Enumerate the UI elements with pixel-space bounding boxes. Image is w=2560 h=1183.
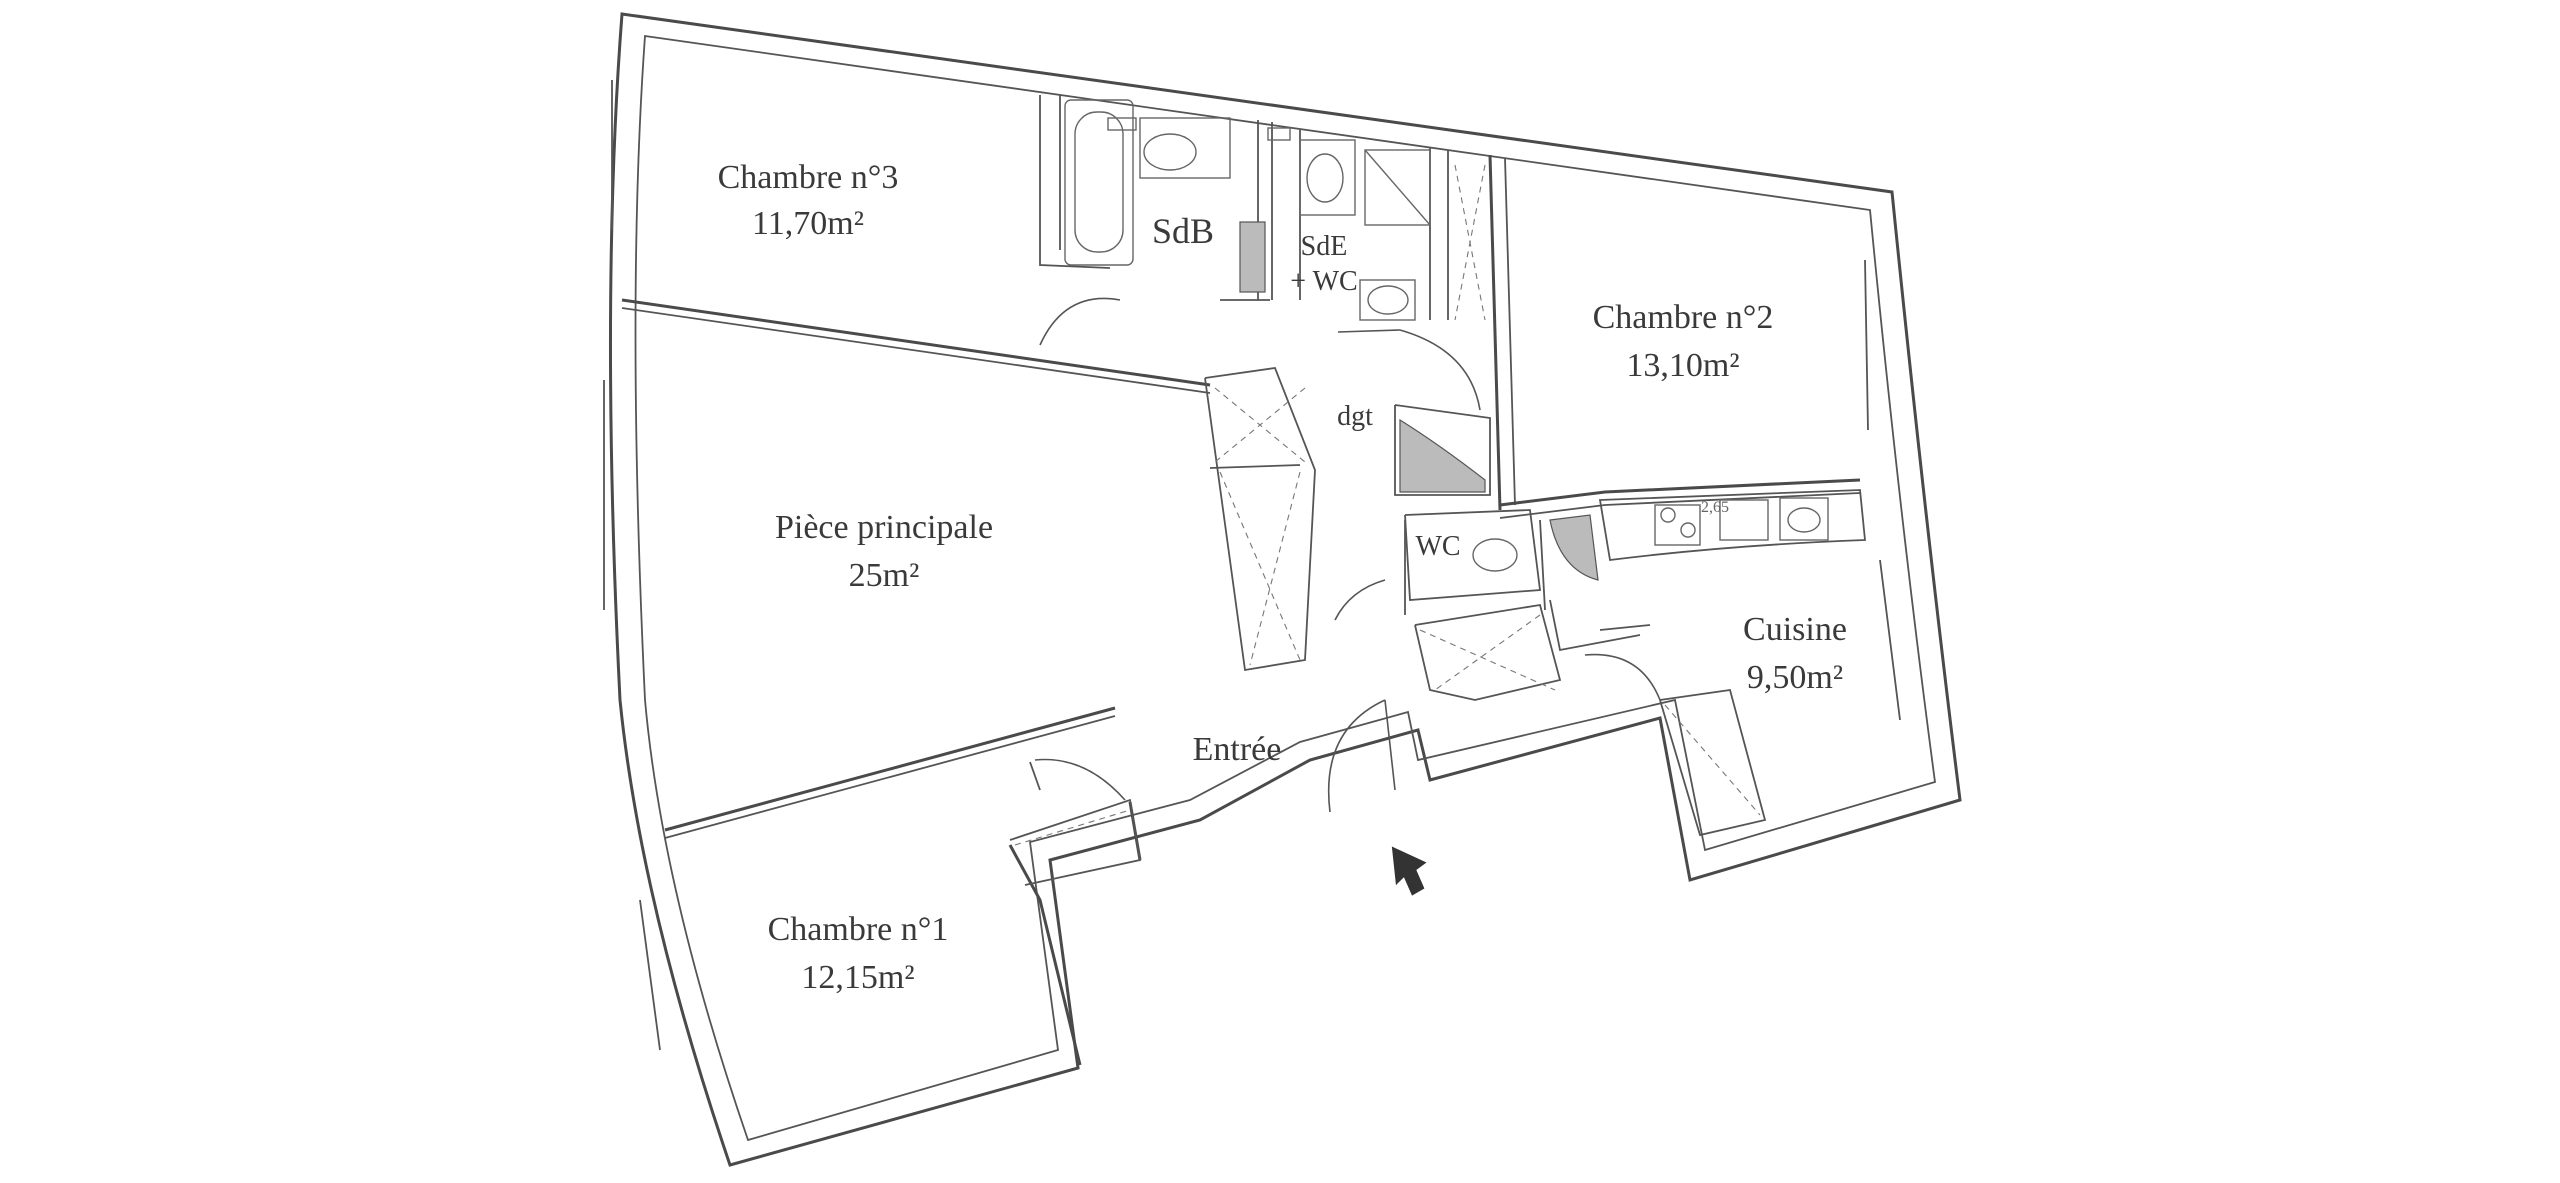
windows <box>603 80 1901 1051</box>
interior-walls <box>621 95 1866 1066</box>
room-area-chambre-2: 13,10m² <box>1626 347 1739 384</box>
room-name-cuisine: Cuisine <box>1743 611 1847 648</box>
room-name-wc: WC <box>1415 531 1460 562</box>
room-name-dgt: dgt <box>1337 401 1373 432</box>
room-name-chambre-3: Chambre n°3 <box>718 159 899 196</box>
exterior-walls <box>608 12 1962 1167</box>
fixtures <box>1064 99 1829 581</box>
room-name-sde: SdE <box>1301 231 1348 262</box>
room-area-cuisine: 9,50m² <box>1747 659 1843 696</box>
room-name-entree: Entrée <box>1193 731 1282 768</box>
dimension-mark: 2,65 <box>1701 499 1729 516</box>
room-area-piece-principale: 25m² <box>849 557 920 594</box>
room-labels: Chambre n°3 11,70m² SdB SdE + WC Chambre… <box>718 159 1847 996</box>
room-name-piece-principale: Pièce principale <box>775 509 993 546</box>
room-name-sdb: SdB <box>1152 211 1214 251</box>
door-swings <box>1034 297 1661 813</box>
room-sub-sde-wc: + WC <box>1290 266 1357 297</box>
room-name-chambre-2: Chambre n°2 <box>1593 299 1774 336</box>
room-area-chambre-3: 11,70m² <box>752 205 864 242</box>
storage-closets <box>1014 164 1761 846</box>
room-area-chambre-1: 12,15m² <box>801 959 914 996</box>
room-name-chambre-1: Chambre n°1 <box>768 911 949 948</box>
entrance-arrow-icon <box>1391 846 1427 896</box>
